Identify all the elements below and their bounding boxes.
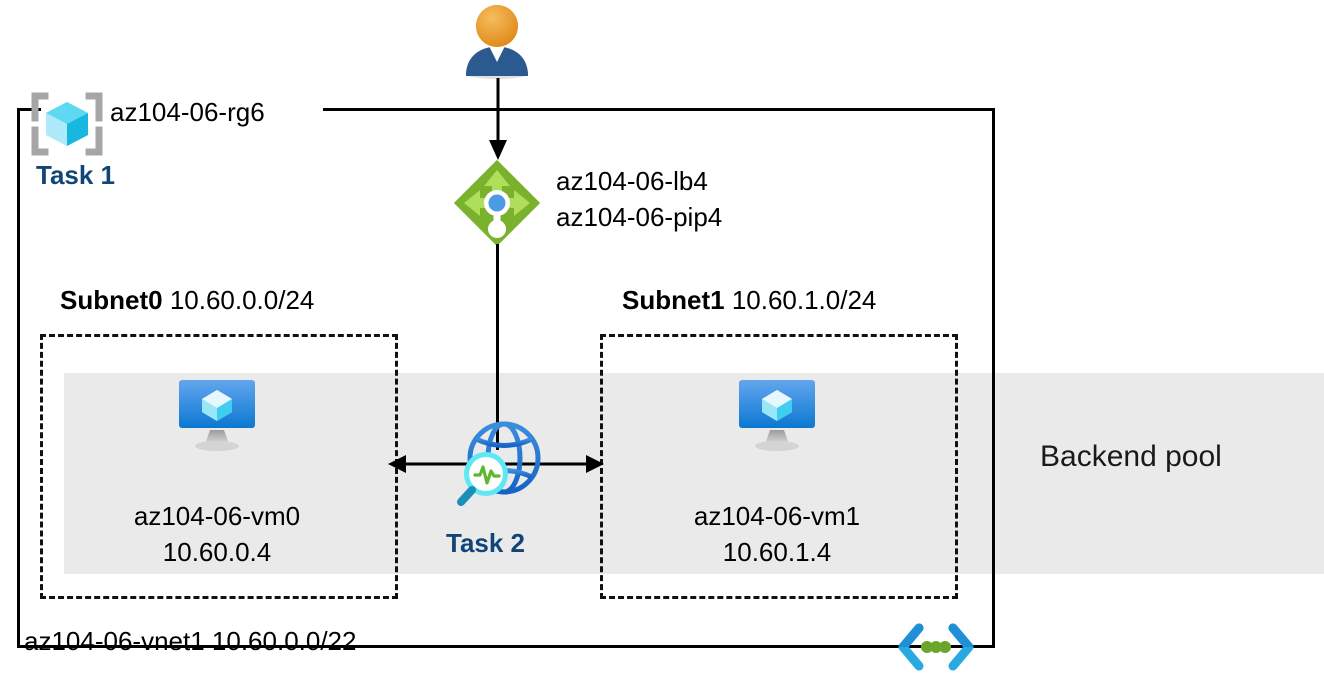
connector-load-balancer-to-network-watcher [496,244,499,450]
resource-group-border-bottom [17,645,995,648]
network-watcher-globe-icon [452,414,550,512]
backend-pool-label: Backend pool [1040,440,1222,473]
resource-group-border-top-right [323,108,995,111]
subnet1-box [600,334,958,599]
vm0-labels: az104-06-vm0 10.60.0.4 [62,498,372,570]
arrow-user-to-load-balancer [484,78,512,162]
subnet0-name: Subnet0 [60,285,163,315]
virtual-machine-icon [736,378,818,452]
subnet1-cidr: 10.60.1.0/24 [731,285,877,315]
subnet0-heading: Subnet0 10.60.0.0/24 [60,285,314,316]
public-ip-name: az104-06-pip4 [556,202,723,232]
load-balancer-name: az104-06-lb4 [556,166,708,196]
resource-group-border-top-left [17,108,41,111]
subnet1-name: Subnet1 [622,285,725,315]
vm1-ip: 10.60.1.4 [722,537,832,567]
resource-group-cube-icon [31,92,103,156]
resource-group-name: az104-06-rg6 [110,97,265,127]
subnet1-heading: Subnet1 10.60.1.0/24 [622,285,876,316]
user-icon [458,2,536,80]
virtual-machine-icon [176,378,258,452]
subnet0-cidr: 10.60.0.0/24 [169,285,315,315]
backend-pool-band [64,373,1324,574]
task-1-label: Task 1 [36,160,116,190]
resource-group-border-left [17,108,20,648]
load-balancer-icon [452,158,542,248]
vm0-ip: 10.60.0.4 [162,537,272,567]
vm1-name: az104-06-vm1 [693,501,861,531]
virtual-network-icon [895,622,977,672]
vnet-label: az104-06-vnet1 10.60.0.0/22 [24,626,357,656]
resource-group-border-right [992,108,995,648]
load-balancer-labels: az104-06-lb4 az104-06-pip4 [556,163,722,235]
task-2-label: Task 2 [446,528,526,558]
vm1-labels: az104-06-vm1 10.60.1.4 [622,498,932,570]
vm0-name: az104-06-vm0 [133,501,301,531]
